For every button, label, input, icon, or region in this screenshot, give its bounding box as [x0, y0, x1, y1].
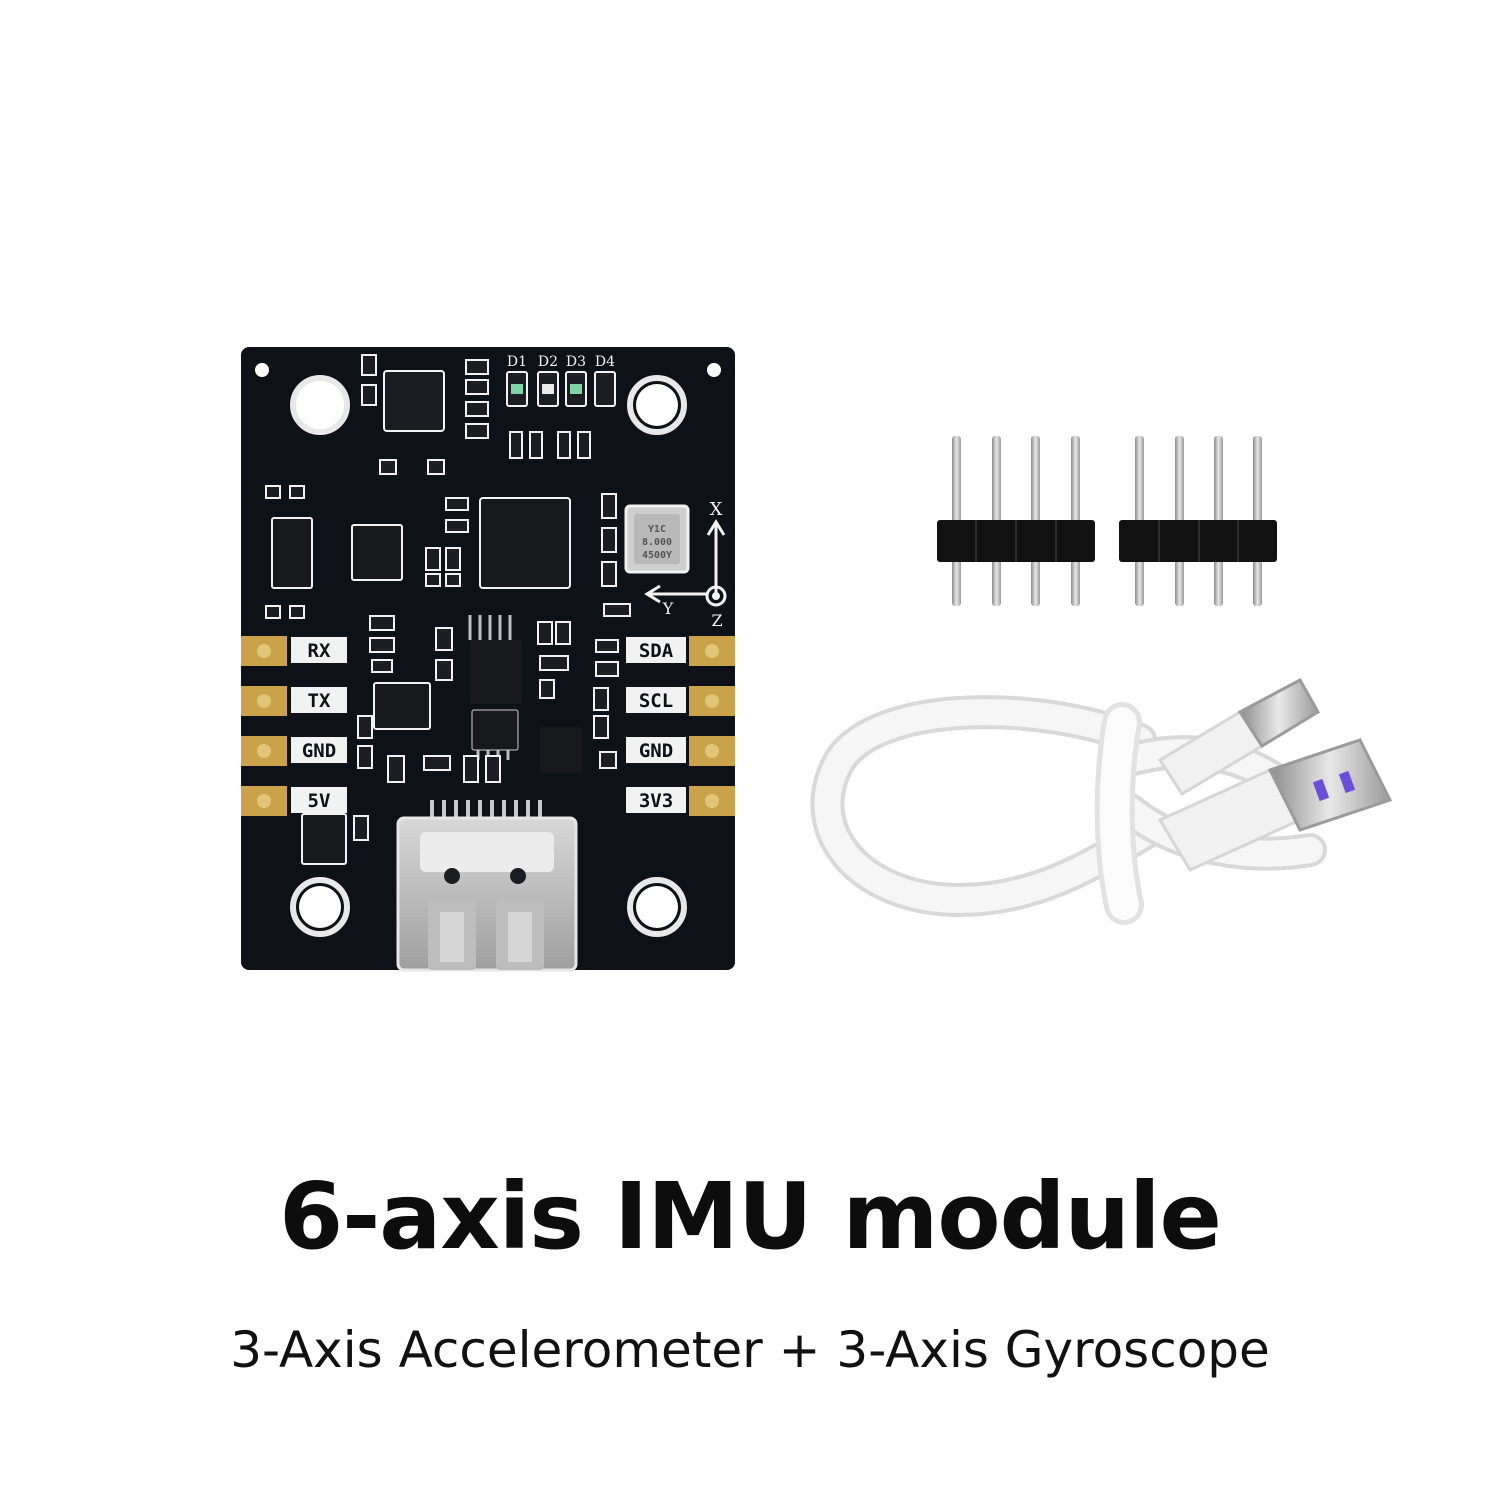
usb-c-connector: [396, 800, 578, 972]
pin-label-gnd-left: GND: [302, 740, 336, 762]
product-subtitle: 3-Axis Accelerometer + 3-Axis Gyroscope: [230, 1321, 1270, 1379]
led-label-d4: D4: [595, 354, 615, 370]
pin-header-2: [1119, 436, 1277, 606]
axis-indicator-icon: [644, 519, 727, 607]
axis-label-y: Y: [662, 599, 674, 618]
pin-label-sda: SDA: [639, 640, 674, 662]
axis-label-z: Z: [711, 611, 722, 630]
pin-label-rx: RX: [308, 640, 331, 662]
product-photo: Y1C 8.000 4500Y: [241, 347, 1393, 972]
passive-components: [265, 354, 631, 841]
pin-label-gnd-right: GND: [639, 740, 673, 762]
mounting-holes: [255, 363, 721, 937]
led-label-d2: D2: [538, 354, 558, 370]
crystal-line-2: 8.000: [642, 537, 672, 548]
right-pin-labels: SDA SCL GND 3V3: [626, 637, 686, 813]
status-leds: D1 D2 D3 D4: [506, 354, 616, 407]
pin-label-scl: SCL: [639, 690, 673, 712]
led-label-d1: D1: [507, 354, 527, 370]
pin-label-5v: 5V: [308, 790, 331, 812]
left-pin-labels: RX TX GND 5V: [291, 637, 347, 813]
usb-cable: [810, 677, 1393, 925]
axis-label-x: X: [710, 499, 723, 520]
pin-label-3v3: 3V3: [639, 790, 673, 812]
right-castellations: [689, 636, 735, 816]
led-label-d3: D3: [566, 354, 586, 370]
pin-label-tx: TX: [308, 690, 331, 712]
left-castellations: [241, 636, 287, 816]
imu-pcb-board: Y1C 8.000 4500Y: [241, 347, 735, 972]
product-title: 6-axis IMU module: [279, 1163, 1222, 1270]
crystal-line-3: 4500Y: [642, 550, 672, 561]
ic-chips: [271, 370, 582, 865]
crystal-oscillator: Y1C 8.000 4500Y: [624, 504, 690, 574]
pin-header-1: [937, 436, 1095, 606]
crystal-line-1: Y1C: [648, 524, 666, 535]
